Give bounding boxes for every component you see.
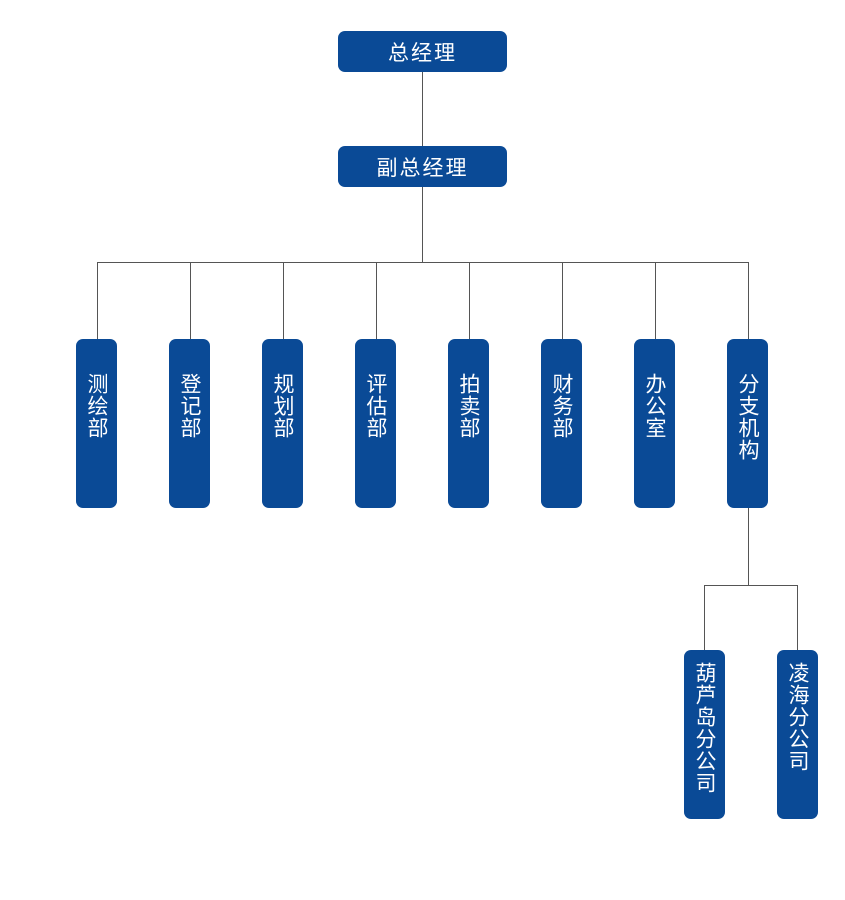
department-label: 测绘部 <box>85 373 109 439</box>
connector-dept-5 <box>469 262 470 339</box>
general-manager-label: 总经理 <box>388 40 457 65</box>
department-bus <box>97 262 749 263</box>
department-label: 拍卖部 <box>457 373 481 439</box>
connector-dept-3 <box>283 262 284 339</box>
connector-dept-7 <box>655 262 656 339</box>
branch-label: 凌海分公司 <box>786 662 810 772</box>
department-box-surveying: 测绘部 <box>76 339 117 508</box>
branch-label: 葫芦岛分公司 <box>693 662 717 794</box>
department-box-auction: 拍卖部 <box>448 339 489 508</box>
department-label: 评估部 <box>364 373 388 439</box>
department-label: 规划部 <box>271 373 295 439</box>
connector-dept-1 <box>97 262 98 339</box>
department-box-appraisal: 评估部 <box>355 339 396 508</box>
department-box-office: 办公室 <box>634 339 675 508</box>
general-manager-box: 总经理 <box>338 31 507 72</box>
connector-dept-8 <box>748 262 749 339</box>
department-label: 登记部 <box>178 373 202 439</box>
connector-deputy-bus <box>422 187 423 262</box>
connector-dept-6 <box>562 262 563 339</box>
connector-branch-1 <box>704 585 705 650</box>
department-box-finance: 财务部 <box>541 339 582 508</box>
connector-dept-4 <box>376 262 377 339</box>
department-box-registration: 登记部 <box>169 339 210 508</box>
department-label: 财务部 <box>550 373 574 439</box>
branch-box-linghai: 凌海分公司 <box>777 650 818 819</box>
connector-top-deputy <box>422 72 423 146</box>
department-label: 办公室 <box>643 373 667 439</box>
deputy-general-manager-label: 副总经理 <box>376 155 469 180</box>
connector-branch-2 <box>797 585 798 650</box>
department-label: 分支机构 <box>736 373 760 461</box>
branch-bus <box>704 585 798 586</box>
deputy-general-manager-box: 副总经理 <box>338 146 507 187</box>
department-box-branches: 分支机构 <box>727 339 768 508</box>
department-box-planning: 规划部 <box>262 339 303 508</box>
connector-dept-2 <box>190 262 191 339</box>
branch-box-huludao: 葫芦岛分公司 <box>684 650 725 819</box>
connector-branch-bus <box>748 508 749 585</box>
